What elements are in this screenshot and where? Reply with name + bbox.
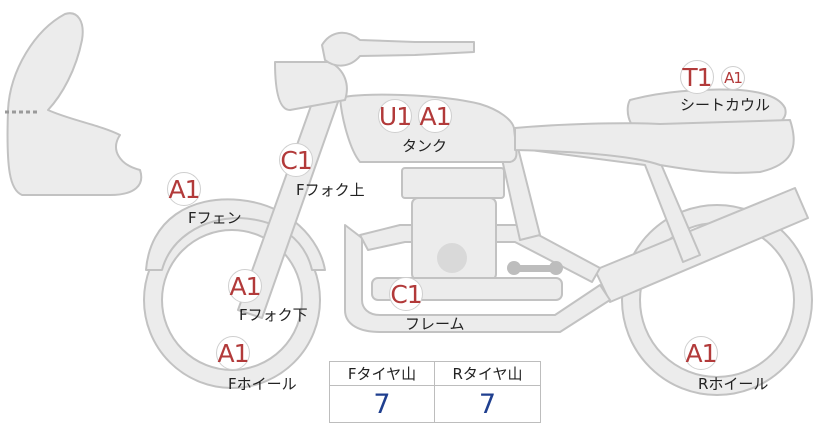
- tire-tread-table: Fタイヤ山 Rタイヤ山 7 7: [329, 361, 541, 423]
- frame-lower-shape: [344, 224, 611, 333]
- footpeg-bar: [512, 265, 556, 272]
- frame-grade-badge[interactable]: C1: [389, 277, 423, 311]
- rear-tire-tread-header: Rタイヤ山: [435, 362, 540, 386]
- front-fork-upper-grade-badge[interactable]: C1: [279, 143, 313, 177]
- tank-grade-badge-2[interactable]: A1: [418, 99, 452, 133]
- front-fork-lower-grade-badge[interactable]: A1: [228, 269, 262, 303]
- tank-grade-badge-1[interactable]: U1: [378, 99, 412, 133]
- rear-wheel-grade-badge[interactable]: A1: [684, 336, 718, 370]
- front-tire-tread-value: 7: [330, 386, 435, 422]
- engine-top: [401, 167, 505, 199]
- front-wheel-label: Fホイール: [228, 375, 297, 393]
- footpeg-dot-right: [549, 261, 563, 275]
- engine-cover-dot: [437, 243, 467, 273]
- fairing-shape: [6, 12, 143, 196]
- seat-shape: [514, 119, 795, 174]
- footpeg-dot-left: [507, 261, 521, 275]
- rear-wheel-label: Rホイール: [698, 375, 769, 393]
- seat-cowl-grade-badge-2[interactable]: A1: [721, 66, 745, 90]
- front-fork-lower-label: Fフォク下: [239, 306, 308, 324]
- front-fender-label: Fフェン: [188, 209, 242, 227]
- handlebar-shape: [321, 31, 475, 67]
- rear-tire-tread-value: 7: [478, 388, 497, 420]
- front-wheel-grade-badge[interactable]: A1: [216, 336, 250, 370]
- tank-label: タンク: [402, 137, 448, 155]
- front-tire-tread-header: Fタイヤ山: [330, 362, 435, 386]
- seat-cowl-grade-badge-1[interactable]: T1: [680, 60, 714, 94]
- seat-cowl-label: シートカウル: [680, 96, 771, 114]
- front-fork-upper-label: Fフォク上: [296, 181, 365, 199]
- frame-label: フレーム: [405, 315, 465, 333]
- front-fender-grade-badge[interactable]: A1: [167, 172, 201, 206]
- headlight-shape: [274, 61, 348, 111]
